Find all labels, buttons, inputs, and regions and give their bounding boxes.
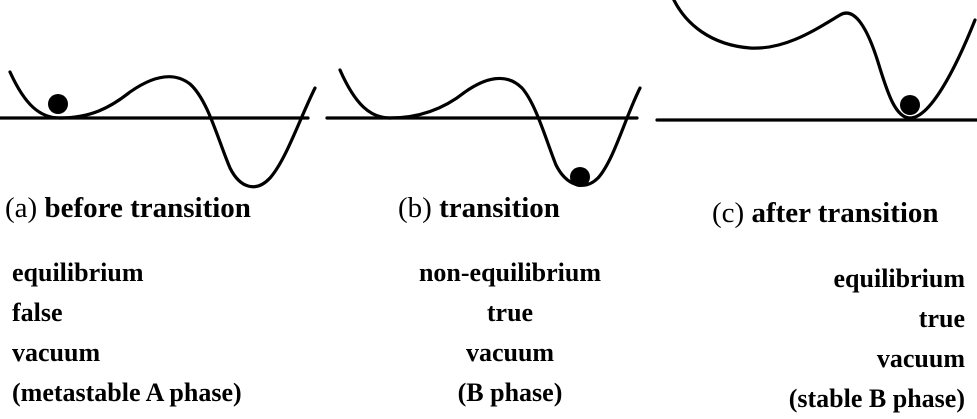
panel-c-line-1: equilibrium <box>833 264 965 293</box>
panel-c-line-3: vacuum <box>876 344 965 373</box>
panel-c-description: equilibrium true vacuum (stable B phase) <box>789 259 965 419</box>
panel-a-line-1: equilibrium <box>12 258 144 287</box>
panel-b-potential-curve <box>338 68 642 187</box>
panel-a-line-4: (metastable A phase) <box>12 378 242 407</box>
panel-a-caption-title: before transition <box>44 192 251 224</box>
panel-b-caption: (b) transition <box>398 194 560 223</box>
panel-b-potential <box>325 68 642 187</box>
panel-b-line-3: vacuum <box>465 338 555 367</box>
panel-a-potential-curve <box>8 70 317 189</box>
panel-a-line-3: vacuum <box>12 338 101 367</box>
panel-c-ball <box>900 95 920 115</box>
panel-b-caption-title: transition <box>439 192 560 224</box>
panel-b-line-4: (B phase) <box>457 378 563 407</box>
panel-b-caption-prefix: (b) <box>398 192 432 224</box>
panel-c-caption-prefix: (c) <box>712 197 745 229</box>
panel-a-caption-prefix: (a) <box>5 192 38 224</box>
panel-a-potential <box>0 70 317 189</box>
panel-b-line-1: non-equilibrium <box>418 258 602 287</box>
panel-b-line-2: true <box>486 298 534 327</box>
panel-c-potential <box>655 0 977 122</box>
panel-b-description: non-equilibrium true vacuum (B phase) <box>370 253 650 413</box>
panel-a-description: equilibrium false vacuum (metastable A p… <box>12 253 242 413</box>
panel-c-potential-curve <box>672 0 977 120</box>
panel-a-ball <box>48 94 68 114</box>
panel-c-caption: (c) after transition <box>712 199 939 228</box>
panel-b-ball <box>570 167 590 187</box>
panel-c-caption-title: after transition <box>751 197 939 229</box>
panel-a-caption: (a) before transition <box>5 194 251 223</box>
panel-c-line-4: (stable B phase) <box>788 384 965 413</box>
panel-a-line-2: false <box>12 298 63 327</box>
panel-c-line-2: true <box>918 304 965 333</box>
